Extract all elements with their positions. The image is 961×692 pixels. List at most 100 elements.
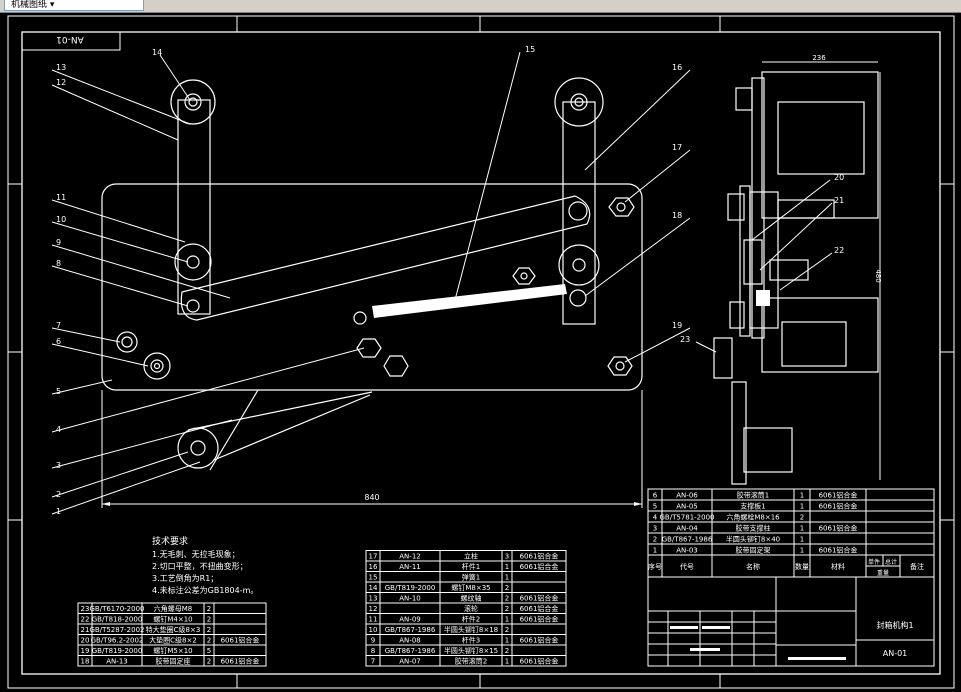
title-block-fills: [670, 626, 846, 660]
bom-cell-no: 7: [371, 658, 375, 666]
bom-cell-no: 4: [653, 514, 658, 522]
corner-code: AN-01: [56, 34, 84, 44]
bom-cell-no: 13: [369, 595, 378, 603]
bom-cell-qty: 2: [505, 605, 509, 613]
bom-cell-name: 半圆头铆钉8×18: [444, 625, 498, 634]
bom-cell-code: GB/T818-2000: [92, 616, 143, 624]
bom-header-name: 名称: [746, 562, 760, 571]
bom-cell-name: 胶带滚筒1: [737, 491, 769, 500]
bom-cell-material: 6061铝合金: [520, 594, 559, 603]
bom-cell-name: 螺纹轴: [461, 594, 482, 603]
balloon-13: 13: [56, 63, 66, 72]
bom-cell-qty: 1: [800, 536, 804, 544]
bom-cell-code: AN-07: [399, 658, 420, 666]
right-roller: [554, 77, 604, 127]
corner-code-box: [21, 31, 121, 51]
bom-cell-no: 16: [369, 563, 378, 571]
bom-cell-material: 6061铝合金: [221, 657, 260, 666]
bom-cell-no: 12: [369, 605, 378, 613]
bom-cell-qty: 2: [207, 658, 211, 666]
bom-cell-name: 螺钉M8×35: [451, 583, 490, 592]
balloon-23: 23: [680, 335, 690, 344]
tech-note-2: 2.切口平整，不扭曲变形；: [152, 561, 248, 571]
bom-header-single: 单件: [868, 558, 880, 566]
drawing-tab[interactable]: 机械图纸 ▾: [4, 0, 144, 11]
bom-cell-no: 20: [81, 637, 90, 645]
tech-note-1: 1.无毛刺、无拉毛现象；: [152, 549, 240, 559]
bom-cell-material: 6061铝合金: [520, 604, 559, 613]
bom-cell-name: 半圆头铆钉8×15: [444, 646, 498, 655]
bom-cell-name: 六角螺栓M8×16: [726, 513, 780, 522]
balloon-15: 15: [525, 45, 535, 54]
bom-header-code: 代号: [680, 562, 694, 571]
tech-note-3: 3.工艺倒角为R1；: [152, 573, 218, 583]
bom-cell-qty: 2: [505, 595, 509, 603]
balloon-1: 1: [56, 507, 61, 516]
bom-cell-code: GB/T867-1986: [662, 536, 713, 544]
balloon-6: 6: [56, 337, 61, 346]
left-arm: [177, 99, 211, 315]
bom-header-no: 序号: [648, 562, 662, 571]
bom-cell-material: 6061铝合金: [819, 491, 858, 500]
bom-cell-material: 6061铝合金: [819, 524, 858, 533]
bom-header-remark: 备注: [910, 562, 924, 571]
balloon-10: 10: [56, 215, 66, 224]
bom-cell-code: GB/T819-2000: [385, 584, 436, 592]
width-dimension: 840: [364, 493, 379, 502]
balloon-7: 7: [56, 321, 61, 330]
bom-cell-qty: 2: [800, 514, 804, 522]
bom-cell-material: 6061铝合金: [520, 552, 559, 561]
bom-cell-material: 6061铝合金: [520, 657, 559, 666]
leader-lines: [51, 51, 833, 515]
bom-cell-code: GB/T867-1986: [385, 647, 436, 655]
balloon-labels: 1 2 3 4 5 6 7 8 9 10 11 12 13 14 15 16 1…: [56, 45, 844, 516]
tech-note-4: 4.未标注公差为GB1804-m。: [152, 585, 258, 595]
bom-cell-code: AN-10: [399, 595, 420, 603]
cad-drawing-canvas[interactable]: AN-01: [0, 12, 961, 692]
bom-cell-name: 滚轮: [464, 604, 478, 613]
balloon-8: 8: [56, 259, 61, 268]
bom-cell-qty: 1: [505, 616, 509, 624]
bom-cell-code: AN-03: [676, 547, 697, 555]
balloon-4: 4: [56, 425, 61, 434]
bom-cell-material: 6061铝合金: [221, 636, 260, 645]
bom-cell-name: 胶带固定架: [736, 546, 771, 555]
bom-cell-name: 立柱: [464, 552, 478, 561]
bom-cell-qty: 2: [505, 626, 509, 634]
bom-cell-qty: 1: [505, 563, 509, 571]
bom-cell-name: 杆件2: [462, 615, 480, 624]
title-block: [647, 576, 935, 667]
inner-frame: [21, 31, 941, 675]
balloon-21: 21: [834, 196, 844, 205]
bom-cell-code: AN-05: [676, 503, 697, 511]
bom-cell-name: 胶带滚筒2: [455, 657, 487, 666]
bom-cell-name: 大垫圈C级8×2: [149, 636, 197, 645]
bom-header-total: 总计: [885, 558, 897, 566]
bom-header-weight: 重量: [877, 569, 889, 577]
bom-header-qty: 数量: [795, 562, 809, 571]
bom-cell-qty: 1: [800, 547, 804, 555]
bom-cell-code: AN-12: [399, 553, 420, 561]
bom-cell-qty: 1: [505, 637, 509, 645]
balloon-9: 9: [56, 238, 61, 247]
bom-cell-name: 杆件1: [462, 562, 480, 571]
bom-cell-no: 14: [369, 584, 378, 592]
bom-cell-no: 3: [653, 525, 657, 533]
bom-cell-qty: 2: [207, 637, 211, 645]
bom-cell-no: 19: [81, 647, 90, 655]
drawing-number: AN-01: [883, 649, 908, 658]
bom-cell-code: GB/T6170-2000: [89, 605, 144, 613]
balloon-17: 17: [672, 143, 682, 152]
bom-header-labels: 序号 代号 名称 数量 材料 单件 总计 重量 备注: [648, 558, 924, 577]
drawing-name: 封箱机构1: [876, 620, 913, 630]
left-roller: [170, 79, 216, 125]
bom-cell-code: AN-06: [676, 492, 698, 500]
bom-cell-name: 杆件3: [462, 636, 480, 645]
balloon-14: 14: [152, 48, 162, 57]
bom-cell-qty: 2: [207, 626, 211, 634]
bom-cell-qty: 2: [505, 584, 509, 592]
bom-cell-no: 6: [653, 492, 658, 500]
bom-cell-qty: 2: [207, 616, 211, 624]
